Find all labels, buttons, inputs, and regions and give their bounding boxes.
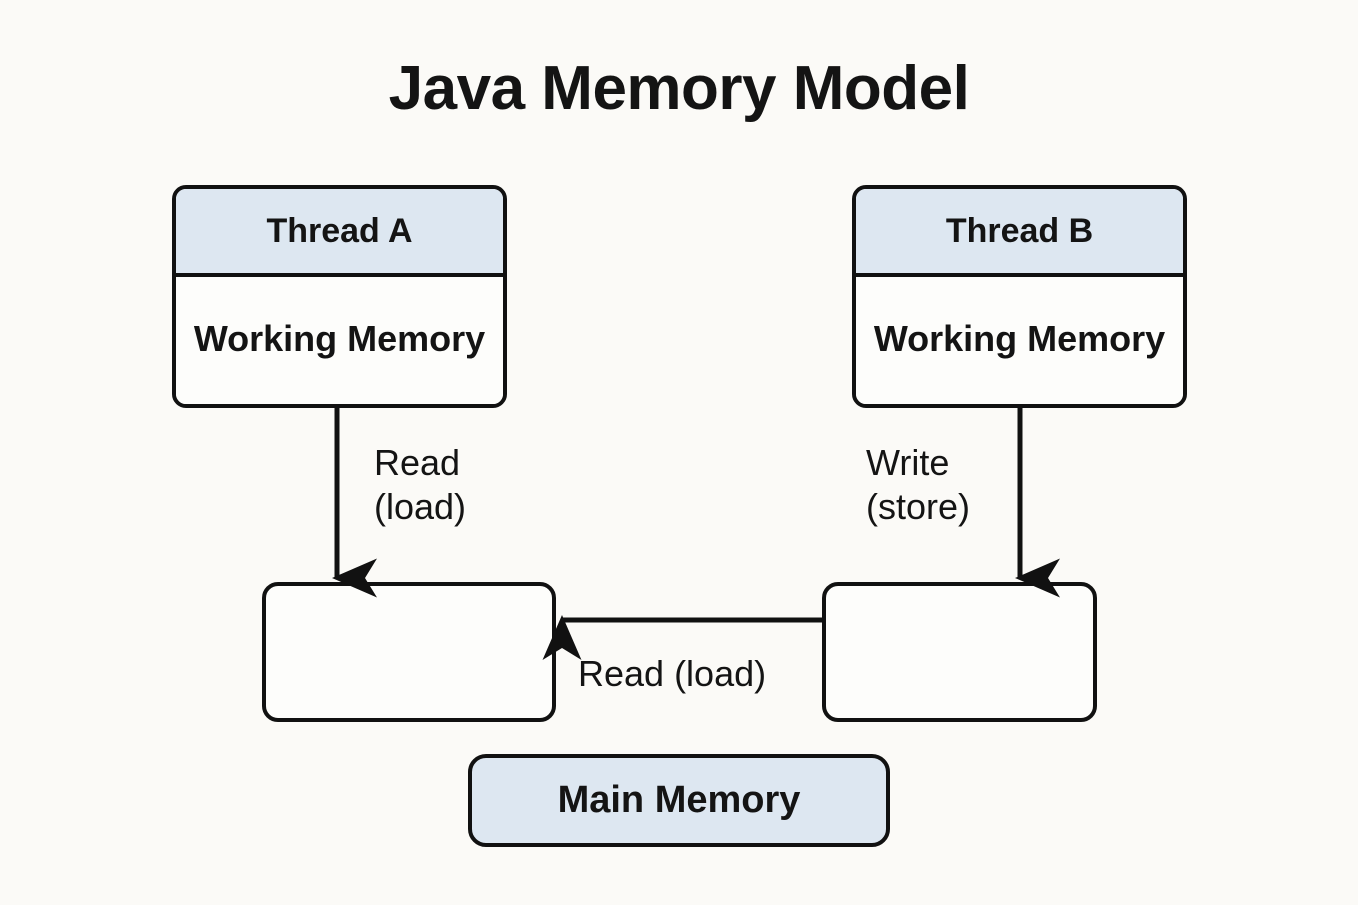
page-title: Java Memory Model <box>388 54 970 123</box>
thread-b-cache-box[interactable] <box>822 582 1097 722</box>
thread-a-box[interactable]: Thread A Working Memory <box>172 185 507 408</box>
edge-label-read-load-left: Read (load) <box>374 442 467 527</box>
edge-label-read-load-middle: Read (load) <box>578 653 767 694</box>
thread-a-cache-box[interactable] <box>262 582 556 722</box>
thread-b-box[interactable]: Thread B Working Memory <box>852 185 1187 408</box>
main-memory-box[interactable]: Main Memory <box>468 754 890 847</box>
thread-a-working-memory-label: Working Memory <box>176 277 503 404</box>
thread-b-working-memory-label: Working Memory <box>856 277 1183 404</box>
edge-label-write-store: Write (store) <box>866 442 971 527</box>
main-memory-label: Main Memory <box>557 779 801 821</box>
thread-b-header: Thread B <box>856 189 1183 277</box>
thread-a-header: Thread A <box>176 189 503 277</box>
